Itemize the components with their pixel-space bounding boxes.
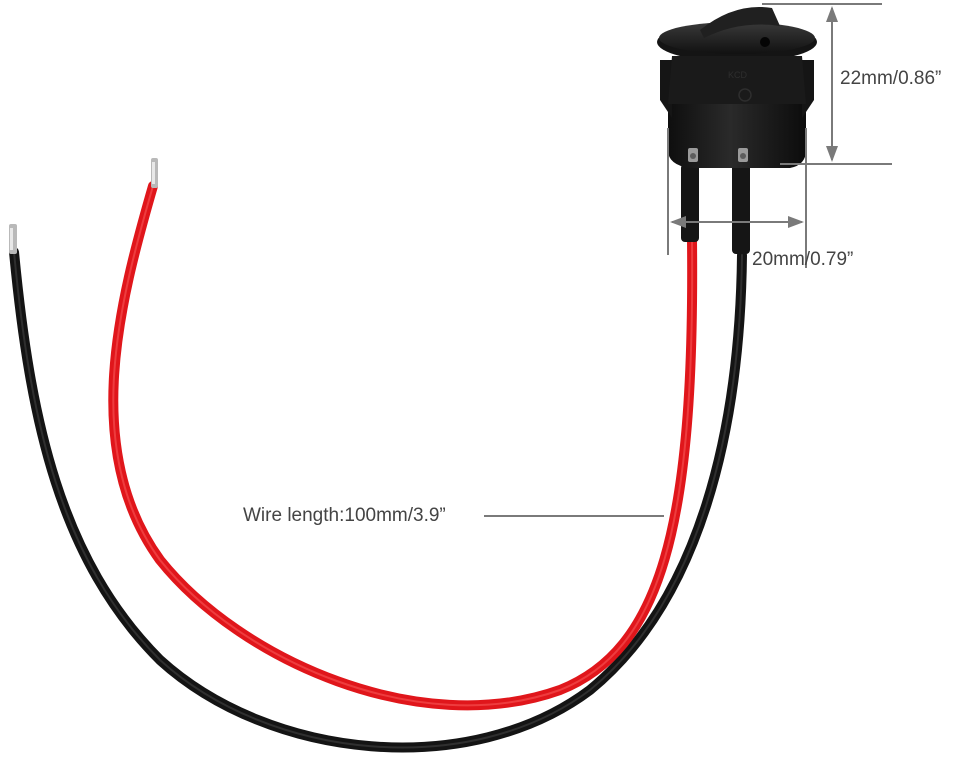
width-dimension [667, 128, 807, 268]
width-label: 20mm/0.79” [752, 249, 854, 270]
height-label: 22mm/0.86” [840, 68, 942, 89]
black-wire-sleeve [732, 164, 750, 254]
rocker-switch: KCD [657, 6, 817, 168]
red-wire [108, 158, 698, 711]
wire-length-label: Wire length:100mm/3.9” [243, 505, 446, 526]
red-wire-sleeve [681, 164, 699, 242]
svg-text:KCD: KCD [728, 70, 748, 80]
black-wire [9, 224, 747, 753]
height-dimension [762, 3, 892, 165]
